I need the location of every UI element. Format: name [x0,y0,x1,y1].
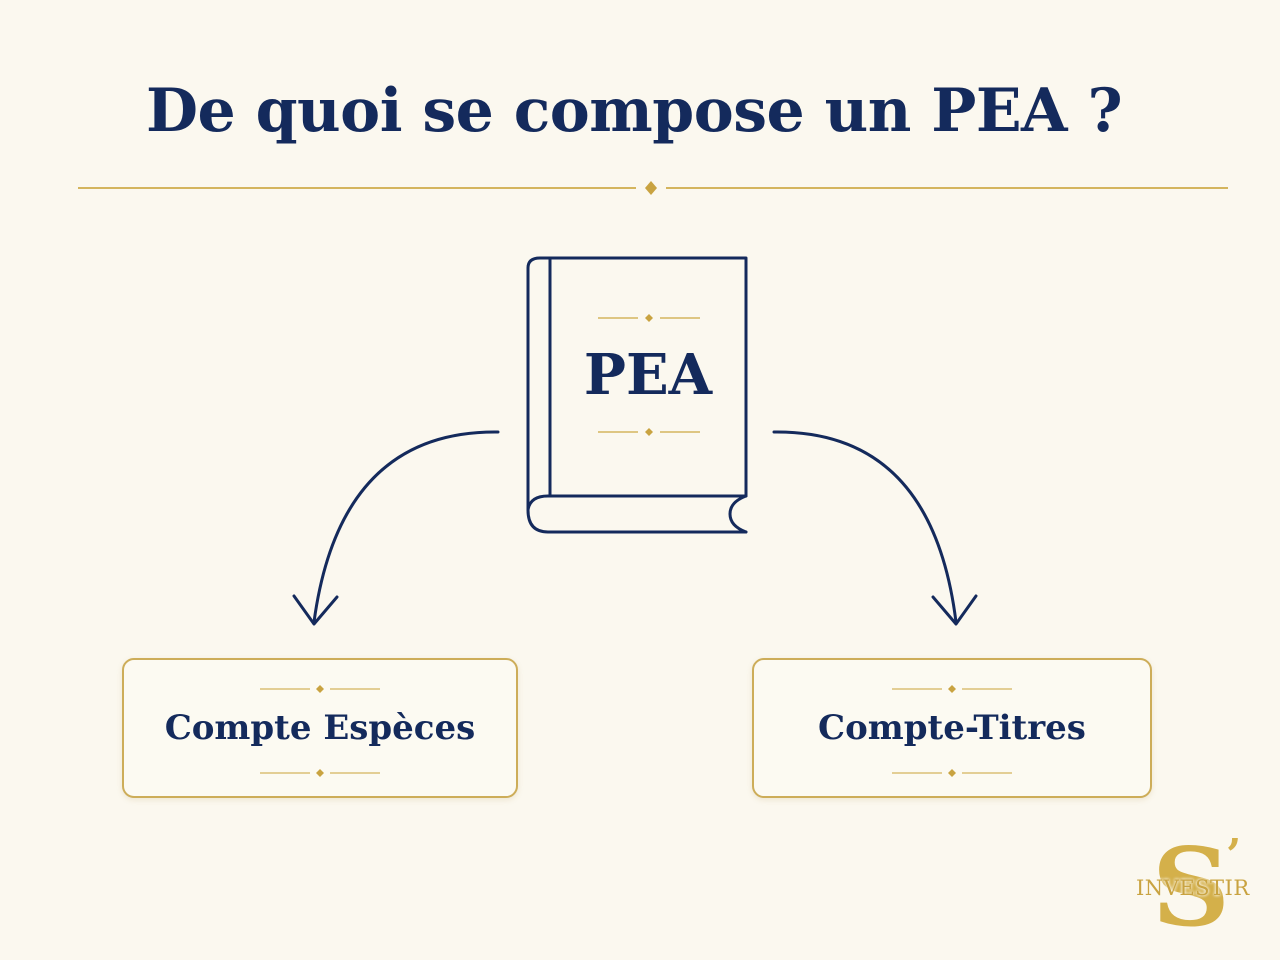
book-icon [526,256,748,534]
compte-titres-label: Compte-Titres [818,708,1086,748]
diamond-ornament-icon [892,685,1012,693]
compte-titres-box: Compte-Titres [752,658,1152,798]
sinvestir-logo: S ’ INVESTIR [1130,828,1260,948]
curved-arrow-left-icon [292,430,500,626]
diamond-ornament-icon [645,181,657,195]
diamond-ornament-icon [892,769,1012,777]
logo-letter: S [1152,825,1230,951]
compte-especes-box: Compte Espèces [122,658,518,798]
logo-apostrophe: ’ [1226,830,1242,881]
logo-text: INVESTIR [1136,876,1250,900]
diamond-ornament-icon [260,769,380,777]
diamond-ornament-icon [260,685,380,693]
pea-label: PEA [583,342,713,408]
book-ornament-bottom [598,428,700,436]
book-ornament-top [598,314,700,322]
compte-especes-label: Compte Espèces [164,708,476,748]
curved-arrow-right-icon [772,430,978,626]
page-title: De quoi se compose un PEA ? [146,76,1123,146]
